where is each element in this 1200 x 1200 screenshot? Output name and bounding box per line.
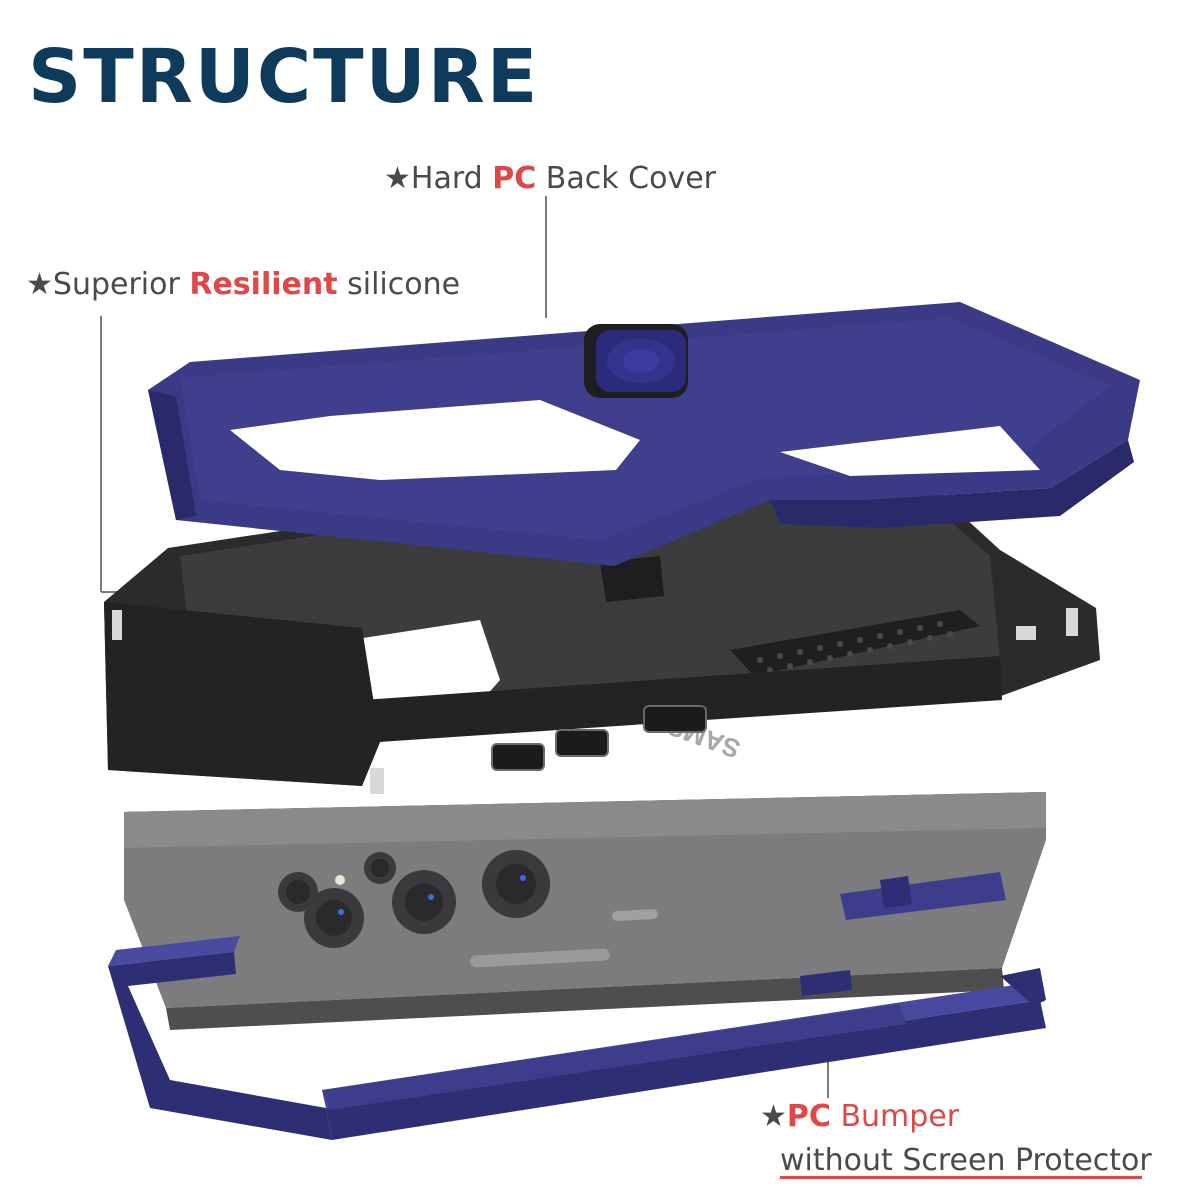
label-superior-resilient-silicone: ★Superior Resilient silicone (26, 268, 460, 301)
power-button (643, 705, 707, 733)
pc-back-cover (148, 302, 1140, 566)
label-back-cover-post: Back Cover (536, 161, 717, 196)
label-bumper-highlight: PC (786, 1099, 831, 1134)
label-silicone-post: silicone (337, 267, 461, 302)
phone-body: SAMSUNG (124, 691, 1046, 1030)
label-hard-pc-back-cover: ★Hard PC Back Cover (384, 162, 716, 195)
label-back-cover-highlight: PC (492, 161, 537, 196)
label-back-cover-pre: Hard (410, 161, 493, 196)
label-pc-bumper: ★PC Bumper (760, 1100, 959, 1133)
bumper-label-underline (780, 1176, 1142, 1179)
volume-down-button (555, 729, 609, 757)
label-bumper-post: Bumper (830, 1099, 960, 1134)
label-silicone-pre: Superior (52, 267, 190, 302)
star-icon: ★ (760, 1099, 787, 1134)
star-icon: ★ (26, 267, 53, 302)
label-silicone-highlight: Resilient (189, 267, 338, 302)
camera-lenses (278, 850, 550, 948)
star-icon: ★ (384, 161, 411, 196)
page-title: STRUCTURE (28, 34, 540, 120)
pc-bumper-frame (108, 872, 1046, 1140)
volume-up-button (491, 743, 545, 771)
label-without-screen-protector: without Screen Protector (780, 1143, 1152, 1178)
ring-holder-icon (584, 324, 688, 398)
